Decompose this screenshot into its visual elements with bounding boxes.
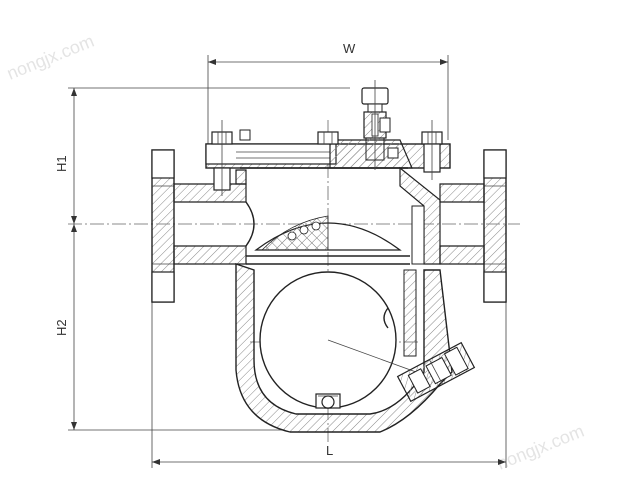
dimension-h1-label: H1: [54, 155, 69, 172]
dimension-h2-label: H2: [54, 319, 69, 336]
watermark-bottom: nongjx.com: [494, 421, 587, 474]
strainer-dome: [254, 215, 402, 251]
drain-plug: [315, 393, 341, 409]
vent-valve: [361, 80, 399, 170]
dimension-l: L: [151, 300, 507, 468]
left-bolt: [211, 120, 251, 196]
left-flange: [151, 149, 175, 303]
middle-bolt: [317, 131, 339, 145]
right-flange: [483, 149, 507, 303]
dimension-w-label: W: [343, 41, 356, 56]
valve-body: [235, 166, 453, 433]
left-neck: [173, 183, 255, 265]
right-bolt: [421, 120, 443, 180]
watermark-top: nongjx.com: [4, 31, 97, 84]
dimension-h: H1 H2: [54, 87, 350, 431]
float-ball: [259, 271, 417, 409]
outlet-valve-assembly: [396, 341, 476, 403]
dimension-l-label: L: [326, 443, 333, 458]
dimension-w: W: [207, 41, 449, 150]
